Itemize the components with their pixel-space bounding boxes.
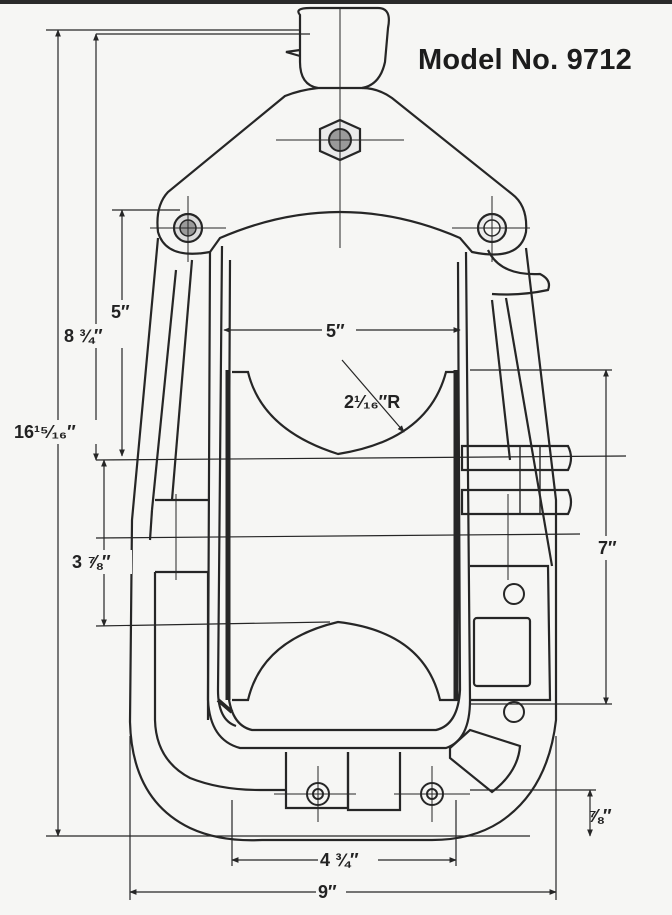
dimension-labels: 16¹⁵⁄₁₆″ 8 ¾″ 5″ 5″ 2¹⁄₁₆″R 3 ⅞″ 7″ ⅞″ 4… [12,300,630,904]
label-side-height: 7″ [598,538,617,558]
saddle-curves [232,370,458,702]
label-radius: 2¹⁄₁₆″R [344,392,400,412]
top-border-rule [0,0,672,4]
label-overall-width: 9″ [318,882,337,902]
label-bottom-offset: ⅞″ [588,806,612,826]
centerlines [150,8,530,822]
label-base-width: 4 ¾″ [320,850,359,870]
label-upper-height: 8 ¾″ [64,326,103,346]
dimension-lines [46,29,627,900]
label-inner-width: 5″ [326,321,345,341]
label-lower-height: 3 ⅞″ [72,552,111,572]
model-number-title: Model No. 9712 [418,44,632,76]
label-pin-span: 5″ [111,302,130,322]
label-overall-height: 16¹⁵⁄₁₆″ [14,422,76,442]
